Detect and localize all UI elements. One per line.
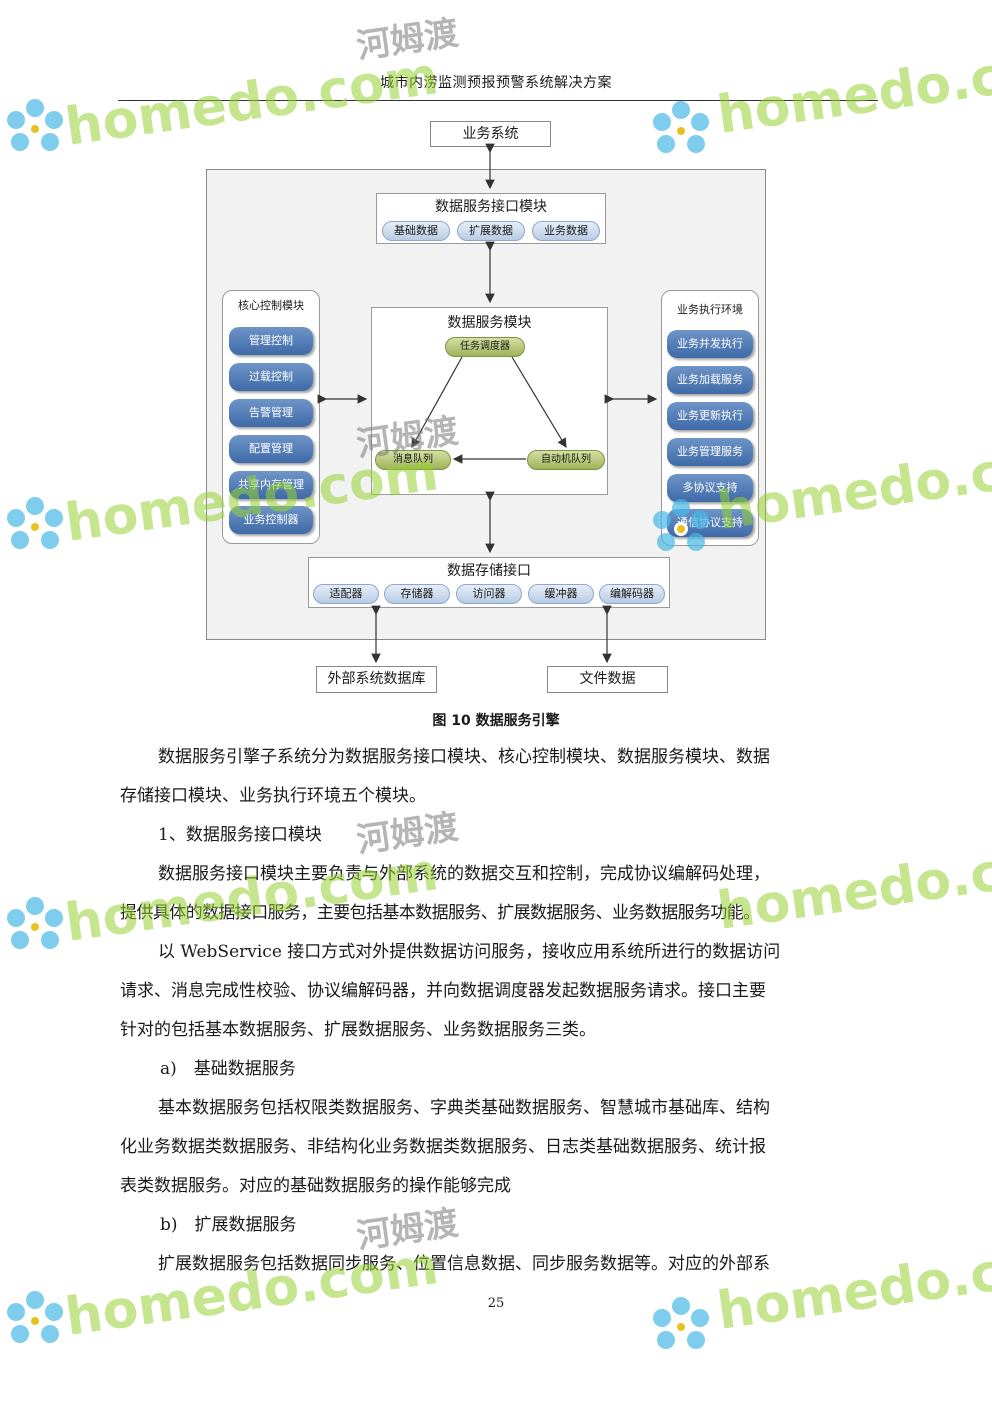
pill-business-data: 业务数据 — [532, 221, 600, 241]
p4-line1: 基本数据服务包括权限类数据服务、字典类基础数据服务、智慧城市基础库、结构 — [158, 1098, 770, 1118]
watermark-flower-icon — [7, 497, 63, 549]
exec-item-multi-protocol: 多协议支持 — [667, 474, 753, 502]
watermark-brand-6: homedo.com — [713, 830, 992, 942]
core-control-title: 核心控制模块 — [238, 299, 304, 312]
interface-module-title: 数据服务接口模块 — [435, 199, 547, 215]
core-item-controller: 业务控制器 — [229, 506, 313, 534]
pill-codec: 编解码器 — [599, 584, 665, 604]
page-number: 25 — [487, 1296, 505, 1311]
p3-line1: 以 WebService 接口方式对外提供数据访问服务，接收应用系统所进行的数据… — [158, 942, 781, 962]
core-item-config: 配置管理 — [229, 435, 313, 463]
subheading-b: b) 扩展数据服务 — [160, 1215, 297, 1235]
watermark-flower-icon — [653, 1297, 709, 1349]
watermark-brand-8: homedo.com — [713, 1230, 992, 1342]
core-item-overload: 过载控制 — [229, 363, 313, 391]
exec-item-update: 业务更新执行 — [667, 402, 753, 430]
file-data-box: 文件数据 — [547, 666, 668, 693]
watermark-flower-icon — [7, 897, 63, 949]
diagram-connectors — [317, 143, 658, 664]
pill-adapter: 适配器 — [313, 584, 379, 604]
p5-line1: 扩展数据服务包括数据同步服务、位置信息数据、同步服务数据等。对应的外部系 — [158, 1254, 770, 1274]
p1-line1: 数据服务引擎子系统分为数据服务接口模块、核心控制模块、数据服务模块、数据 — [158, 747, 770, 767]
page-header-title: 城市内涝监测预报预警系统解决方案 — [380, 75, 612, 91]
p2-line2: 提供具体的数据接口服务，主要包括基本数据服务、扩展数据服务、业务数据服务功能。 — [120, 903, 760, 923]
pill-basic-data: 基础数据 — [382, 221, 450, 241]
p3-line2: 请求、消息完成性校验、协议编解码器，并向数据调度器发起数据服务请求。接口主要 — [120, 981, 766, 1001]
exec-env-title: 业务执行环境 — [677, 303, 743, 316]
pill-storage: 存储器 — [384, 584, 450, 604]
node-message-queue: 消息队列 — [375, 450, 451, 470]
p3-line3: 针对的包括基本数据服务、扩展数据服务、业务数据服务三类。 — [120, 1020, 596, 1040]
node-task-scheduler: 任务调度器 — [445, 337, 525, 357]
data-service-title: 数据服务模块 — [447, 315, 532, 331]
pill-extended-data: 扩展数据 — [457, 221, 525, 241]
section-heading-1: 1、数据服务接口模块 — [158, 825, 322, 845]
exec-item-manage: 业务管理服务 — [667, 438, 753, 466]
header-divider — [118, 100, 878, 101]
storage-interface-module: 数据存储接口 适配器 存储器 访问器 缓冲器 编解码器 — [308, 557, 670, 608]
external-db-box: 外部系统数据库 — [316, 666, 437, 693]
subheading-a: a) 基础数据服务 — [160, 1059, 296, 1079]
exec-item-load: 业务加载服务 — [667, 366, 753, 394]
node-automaton-queue: 自动机队列 — [527, 450, 605, 470]
p4-line3: 表类数据服务。对应的基础数据服务的操作能够完成 — [120, 1176, 511, 1196]
storage-interface-title: 数据存储接口 — [447, 563, 531, 579]
p4-line2: 化业务数据类数据服务、非结构化业务数据类数据服务、日志类基础数据服务、统计报 — [120, 1137, 766, 1157]
core-item-alarm: 告警管理 — [229, 399, 313, 427]
pill-buffer: 缓冲器 — [528, 584, 594, 604]
interface-module: 数据服务接口模块 基础数据 扩展数据 业务数据 — [376, 193, 606, 244]
pill-accessor: 访问器 — [456, 584, 522, 604]
core-control-panel: 核心控制模块 管理控制 过载控制 告警管理 配置管理 共享内存管理 业务控制器 — [222, 290, 320, 544]
watermark-flower-icon — [7, 99, 63, 151]
core-item-management: 管理控制 — [229, 327, 313, 355]
watermark-flower-icon — [653, 101, 709, 153]
figure-caption: 图 10 数据服务引擎 — [432, 713, 560, 729]
watermark-flower-icon — [7, 1291, 63, 1343]
p2-line1: 数据服务接口模块主要负责与外部系统的数据交互和控制，完成协议编解码处理， — [158, 864, 770, 884]
watermark-cn-3: 河姆渡 — [354, 807, 461, 861]
core-item-shared-memory: 共享内存管理 — [229, 471, 313, 499]
business-system-box: 业务系统 — [430, 121, 551, 147]
p1-line2: 存储接口模块、业务执行环境五个模块。 — [120, 786, 426, 806]
watermark-flower-icon — [653, 499, 709, 551]
exec-item-concurrent: 业务并发执行 — [667, 330, 753, 358]
